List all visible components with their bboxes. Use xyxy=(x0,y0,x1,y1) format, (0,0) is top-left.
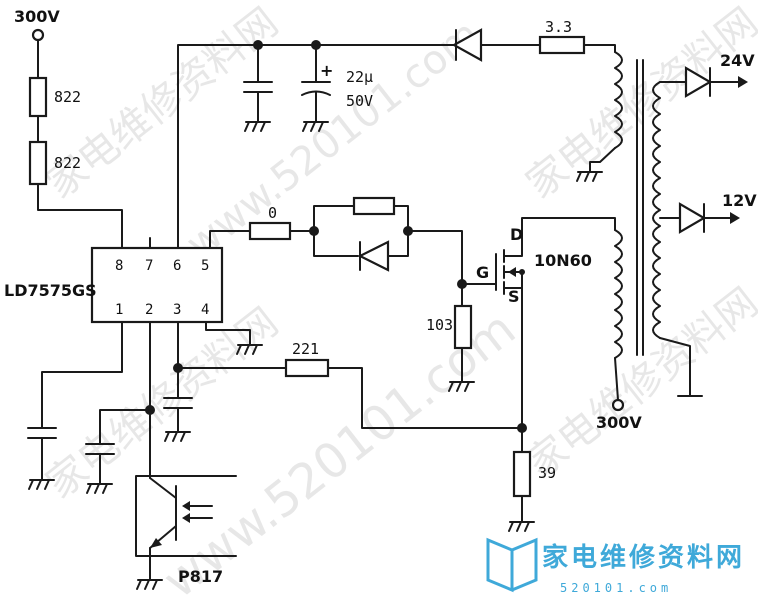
ic-pin-1: 1 xyxy=(115,302,123,318)
top-rail: + 22μ 50V 3.3 xyxy=(177,18,616,249)
transformer-coil-icon xyxy=(614,229,623,359)
ic-pin-5: 5 xyxy=(201,258,209,274)
pin1-cap xyxy=(27,321,123,490)
resistor-3-3 xyxy=(538,35,586,55)
resistor-103-label: 103 xyxy=(426,316,453,334)
ic-pin-4: 4 xyxy=(201,302,209,318)
resistor-822-a xyxy=(28,76,48,118)
diode-12v-icon xyxy=(678,202,707,234)
logo-text-cn: 家电维修资料网 xyxy=(542,542,745,573)
logo-text-url: 520101.com xyxy=(560,581,672,595)
resistor-103 xyxy=(453,304,473,350)
primary-winding: 300V xyxy=(521,217,642,432)
ic-name-label: LD7575GS xyxy=(4,281,97,300)
output-12v-label: 12V xyxy=(722,191,757,210)
book-icon xyxy=(486,537,514,593)
resistor-221-label: 221 xyxy=(292,340,319,358)
resistor-39-label: 39 xyxy=(538,464,556,482)
optocoupler-outline xyxy=(135,475,237,557)
supply-terminal-bottom xyxy=(611,398,625,412)
aux-winding xyxy=(576,51,623,182)
resistor-221 xyxy=(284,358,330,378)
mosfet-name-label: 10N60 xyxy=(534,251,592,270)
mosfet-arrow-icon xyxy=(508,267,516,277)
mosfet-drain-label: D xyxy=(510,225,523,244)
supply-terminal-top xyxy=(31,28,45,42)
supply-label-bottom: 300V xyxy=(596,413,642,432)
feedback-opto: P817 xyxy=(85,321,237,590)
supply-label-top: 300V xyxy=(14,7,60,26)
optocoupler-label: P817 xyxy=(178,567,223,586)
mosfet-10n60: D S 10N60 xyxy=(495,225,592,306)
arrow-right-icon xyxy=(730,212,740,224)
resistor-parallel xyxy=(352,196,396,216)
cap-polarity-plus: + xyxy=(320,61,333,80)
ic-body xyxy=(90,246,224,324)
transformer-coil-icon xyxy=(652,81,661,339)
output-24v-label: 24V xyxy=(720,51,755,70)
diode-icon xyxy=(357,240,390,272)
site-logo: 家电维修资料网 520101.com xyxy=(486,537,745,595)
secondary-winding: 24V 12V xyxy=(636,51,757,397)
source-sense: 39 xyxy=(508,295,556,532)
resistor-0 xyxy=(248,221,292,241)
resistor-822-b-label: 822 xyxy=(54,154,81,172)
ic-pin-6: 6 xyxy=(173,258,181,274)
light-arrow-icon xyxy=(182,513,190,523)
cap-voltage-label: 50V xyxy=(346,92,373,110)
ic-ld7575gs: 8 7 6 5 1 2 3 4 LD7575GS xyxy=(4,237,224,324)
gate-drive: 0 G 103 xyxy=(209,196,497,392)
arrow-right-icon xyxy=(738,76,748,88)
ic-pin-7: 7 xyxy=(145,258,153,274)
resistor-3-3-label: 3.3 xyxy=(545,18,572,36)
transformer-coil-icon xyxy=(614,51,623,149)
ic-pin-8: 8 xyxy=(115,258,123,274)
ic-pin-2: 2 xyxy=(145,302,153,318)
input-chain: 300V 822 822 xyxy=(14,7,123,249)
resistor-0-label: 0 xyxy=(268,204,277,222)
emitter-arrow-icon xyxy=(150,538,162,548)
mosfet-source-label: S xyxy=(508,287,520,306)
ic-pin-3: 3 xyxy=(173,302,181,318)
cs-network: 221 xyxy=(163,321,523,442)
cap-value-label: 22μ xyxy=(346,68,373,86)
resistor-822-b xyxy=(28,140,48,186)
mosfet-gate-label: G xyxy=(476,263,489,282)
resistor-39 xyxy=(512,450,532,498)
pin4-ground xyxy=(205,321,263,355)
resistor-822-a-label: 822 xyxy=(54,88,81,106)
light-arrow-icon xyxy=(182,501,190,511)
